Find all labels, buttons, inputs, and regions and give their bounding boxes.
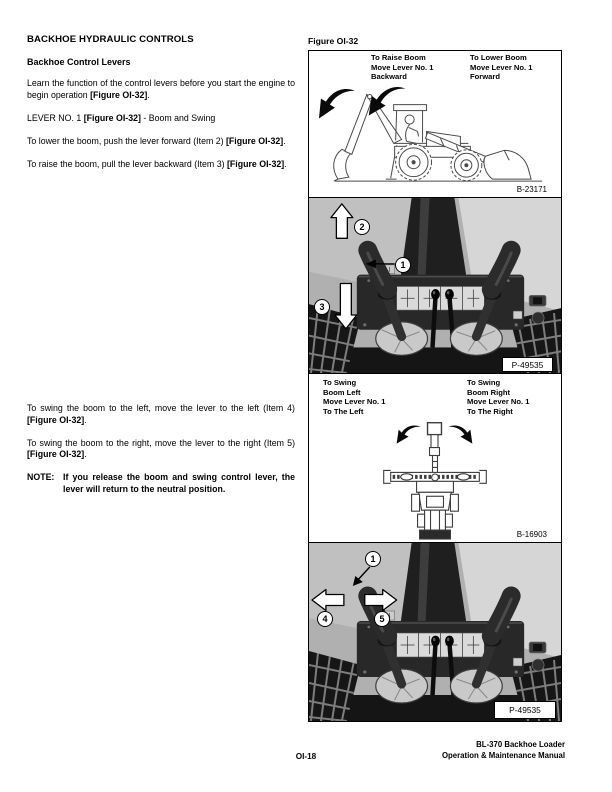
paragraph-swing-left: To swing the boom to the left, move the … [27,403,295,426]
left-column-lower: To swing the boom to the left, move the … [27,403,295,496]
control-levers-photo [309,198,561,373]
panel-raise-lower-boom: To Raise Boom Move Lever No. 1 Backward … [309,51,561,198]
panel-photo-swing-levers: 1 4 5 P-49535 [309,543,561,721]
text-run: . [147,89,150,100]
figure-reference: [Figure OI-32] [27,414,85,425]
control-levers-photo [309,543,561,721]
caption-line: To Swing [323,378,357,387]
caption-line: Backward [371,72,407,82]
caption-line: Boom Right [467,387,511,397]
section-heading: BACKHOE HYDRAULIC CONTROLS [27,34,194,45]
backhoe-side-view-drawing [318,86,543,182]
caption-line: Move Lever No. 1 [467,397,530,407]
callout-item-1: 1 [365,551,381,567]
text-run: . [84,449,87,460]
note-block: NOTE: If you release the boom and swing … [27,472,295,495]
callout-item-2: 2 [354,219,370,235]
lever-motion-arrows [330,203,358,330]
callout-item-4: 4 [317,611,333,627]
text-run: . [284,158,287,169]
text-run: . [84,414,87,425]
caption-line: To Swing [467,378,501,387]
item-1-pointer [352,566,371,586]
paragraph-raise-boom: To raise the boom, pull the lever backwa… [27,159,295,171]
note-text: If you release the boom and swing contro… [63,472,295,495]
paragraph-lower-boom: To lower the boom, push the lever forwar… [27,136,295,148]
caption-line: Boom Left [323,387,361,397]
footer-doc-line1: BL-370 Backhoe Loader [476,740,565,749]
callout-item-5: 5 [374,611,390,627]
figure-reference: [Figure OI-32] [27,449,85,460]
caption-line: To The Left [323,407,364,417]
figure-oi-32: To Raise Boom Move Lever No. 1 Backward … [308,50,562,722]
panel-photo-boom-levers: 1 2 3 P-49535 [309,198,561,374]
text-run: LEVER NO. 1 [27,112,84,123]
left-column-upper: BACKHOE HYDRAULIC CONTROLS Backhoe Contr… [27,34,295,182]
caption-line: To The Right [467,407,513,417]
panel-swing-boom: To Swing Boom Left Move Lever No. 1 To T… [309,374,561,543]
caption-line: To Raise Boom [371,53,426,62]
caption-line: Move Lever No. 1 [371,62,434,72]
item-1-pointer [365,259,395,269]
caption-swing-right: To Swing Boom Right Move Lever No. 1 To … [467,378,529,417]
photo-ref-number: B-23171 [516,185,547,194]
text-run: To swing the boom to the right, move the… [27,437,295,448]
caption-line: To Lower Boom [470,53,527,62]
swing-motion-arrows [396,425,473,444]
paragraph-learn-function: Learn the function of the control levers… [27,78,295,101]
text-run: Learn the function of the control levers… [27,78,295,100]
callout-item-3: 3 [314,299,330,315]
paragraph-swing-right: To swing the boom to the right, move the… [27,438,295,461]
caption-line: Move Lever No. 1 [470,62,533,72]
photo-ref-number: B-16903 [516,530,547,539]
subsection-heading: Backhoe Control Levers [27,57,131,67]
figure-title: Figure OI-32 [308,36,359,46]
figure-reference: [Figure OI-32] [226,158,285,169]
note-label: NOTE: [27,472,55,483]
figure-reference: [Figure OI-32] [226,135,284,146]
text-run: To lower the boom, push the lever forwar… [27,135,226,146]
caption-line: Move Lever No. 1 [323,397,386,407]
text-run: - Boom and Swing [140,112,216,123]
footer-doc-title: BL-370 Backhoe Loader Operation & Mainte… [442,740,565,762]
photo-ref-number: P-49535 [502,357,553,372]
photo-ref-number: P-49535 [494,701,556,719]
backward-motion-arrows [318,86,406,119]
text-run: . [283,135,286,146]
caption-swing-left: To Swing Boom Left Move Lever No. 1 To T… [323,378,385,417]
text-run: To swing the boom to the left, move the … [27,403,295,413]
callout-item-1: 1 [395,257,411,273]
caption-lower-boom: To Lower Boom Move Lever No. 1 Forward [470,53,532,82]
footer-page-number: OI-18 [295,752,317,761]
figure-reference: [Figure OI-32] [90,89,148,100]
figure-reference: [Figure OI-32] [83,112,141,123]
lever-motion-arrows [311,588,398,612]
caption-line: Forward [470,72,500,82]
swing-top-view-drawing [383,422,487,540]
footer-doc-line2: Operation & Maintenance Manual [441,750,565,760]
text-run: To raise the boom, pull the lever backwa… [27,158,227,169]
paragraph-lever-no1: LEVER NO. 1 [Figure OI-32] - Boom and Sw… [27,113,295,125]
caption-raise-boom: To Raise Boom Move Lever No. 1 Backward [371,53,433,82]
